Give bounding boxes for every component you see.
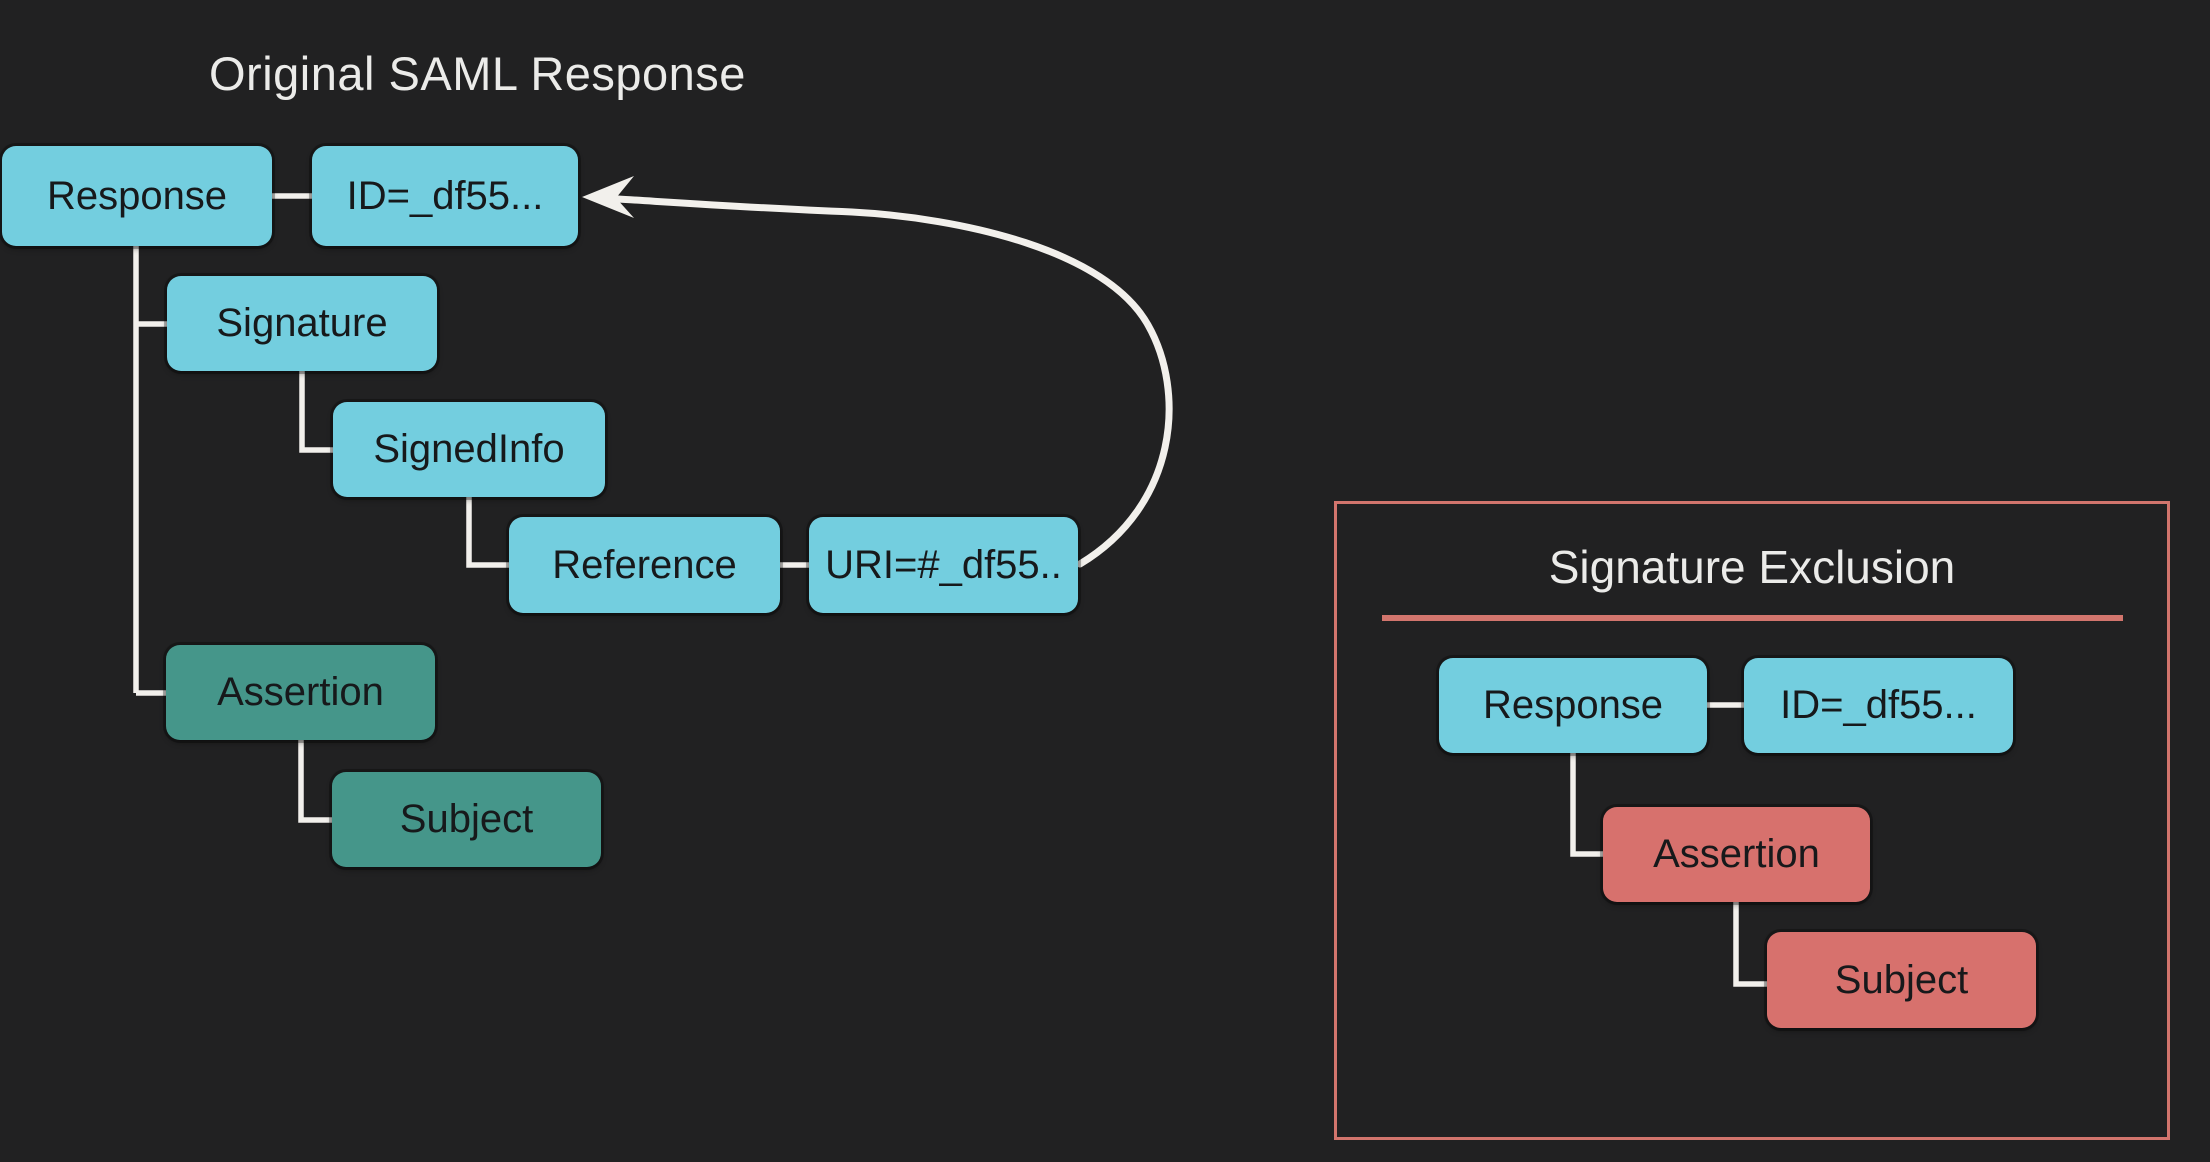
exclusion-node-subject: Subject (1767, 932, 2036, 1028)
exclusion-node-assertion: Assertion (1603, 807, 1870, 902)
curved-arrow-left-icon (614, 195, 1173, 568)
exclusion-node-response: Response (1439, 658, 1707, 753)
exclusion-node-id-attribute: ID=_df55... (1744, 658, 2013, 753)
arrowhead-icon (582, 176, 634, 218)
node-response: Response (2, 146, 272, 246)
exclusion-title-underline (1382, 615, 2123, 621)
node-assertion: Assertion (166, 645, 435, 740)
exclusion-panel-title: Signature Exclusion (1548, 541, 1956, 593)
node-signedinfo: SignedInfo (333, 402, 605, 497)
edge-signedinfo-reference (466, 497, 509, 568)
node-signature: Signature (167, 276, 437, 371)
node-reference: Reference (509, 517, 780, 613)
node-uri-attribute: URI=#_df55.. (809, 517, 1078, 613)
signature-exclusion-panel (1334, 501, 2170, 1140)
edge-assertion-subject (298, 740, 332, 823)
edge-signature-signedinfo (299, 371, 333, 453)
node-id-attribute: ID=_df55... (312, 146, 578, 246)
node-subject: Subject (332, 772, 601, 867)
main-title: Original SAML Response (209, 47, 746, 100)
